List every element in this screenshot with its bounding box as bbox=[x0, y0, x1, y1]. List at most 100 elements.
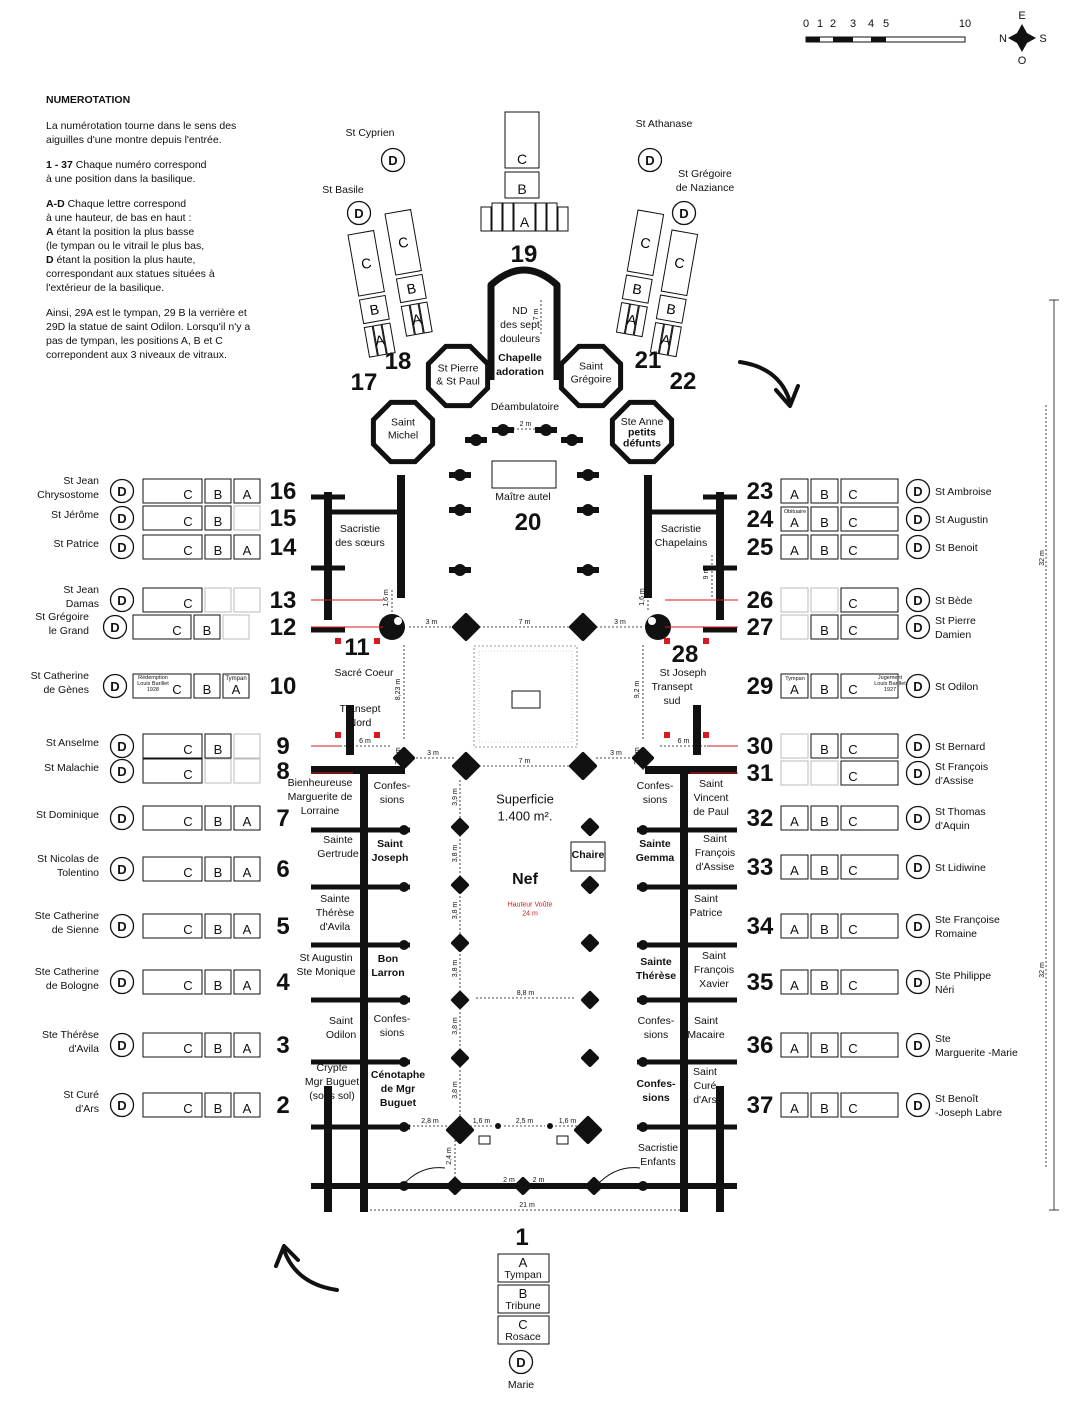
right-row-32-number: 32 bbox=[747, 805, 774, 832]
left-row-16-cell-b bbox=[204, 478, 232, 504]
crossing-altar bbox=[511, 690, 541, 709]
chapel-17-cell-a bbox=[372, 324, 387, 357]
right-row-35-statue-position-label: D bbox=[913, 975, 922, 990]
dim-transept-nord-depth-label: 6 m bbox=[359, 738, 371, 745]
left-row-15-statue-position bbox=[109, 505, 135, 531]
entrance-statue: Marie bbox=[508, 1379, 534, 1391]
left-row-4-cell-b-label: B bbox=[214, 978, 223, 993]
chapel-19-cell-b-label: B bbox=[517, 181, 526, 197]
left-row-15-statue-position-label: D bbox=[117, 511, 126, 526]
crossing-pier-8 bbox=[514, 1177, 532, 1195]
left-row-6-cell-c-label: C bbox=[183, 865, 192, 880]
left-row-8-cell-c bbox=[142, 758, 203, 784]
chapel-19-cell-b bbox=[504, 171, 540, 199]
entrance-statue-position bbox=[508, 1349, 534, 1375]
right-row-31-number: 31 bbox=[747, 760, 774, 787]
left-row-16-number: 16 bbox=[270, 478, 297, 505]
crossing-pier-2 bbox=[569, 613, 597, 641]
left-row-15-cell-b bbox=[204, 505, 232, 531]
dim-north-pier-label: 2,6 m bbox=[395, 747, 402, 765]
left-row-10-cell-c-label: C bbox=[172, 682, 181, 697]
chapel-st-pierre-paul bbox=[425, 343, 491, 409]
entrance-cell-a bbox=[497, 1253, 550, 1283]
left-row-3-cell-c bbox=[142, 1032, 203, 1058]
chapel-18-cell-b bbox=[395, 273, 427, 304]
apse-pillar-8-core bbox=[582, 504, 594, 516]
right-row-24-note-a: Obituaire bbox=[784, 509, 806, 515]
dim-sacristie-north-label: 1,6 m bbox=[383, 589, 390, 607]
entrance-cell-b-letter: B bbox=[519, 1286, 528, 1301]
right-row-23-cell-c-label: C bbox=[848, 487, 857, 502]
chapel-18-window bbox=[400, 304, 415, 337]
position-11-number: 11 bbox=[344, 634, 369, 661]
left-row-14-cell-a bbox=[233, 534, 261, 560]
right-row-25-cell-b bbox=[810, 534, 839, 560]
right-row-34-cell-b-label: B bbox=[820, 922, 829, 937]
chapel-19-window bbox=[557, 206, 569, 232]
left-row-4-cell-a-label: A bbox=[243, 978, 252, 993]
right-row-23-cell-b bbox=[810, 478, 839, 504]
clockwise-arrowhead-bottom-icon bbox=[274, 1244, 300, 1268]
right-row-25-cell-a-label: A bbox=[790, 543, 799, 558]
left-row-9-statue-position-label: D bbox=[117, 739, 126, 754]
left-row-6-cell-a bbox=[233, 856, 261, 882]
right-row-33-cell-b-label: B bbox=[820, 863, 829, 878]
left-row-5-statue-position-label: D bbox=[117, 919, 126, 934]
chapel-22-cell-c-label: C bbox=[673, 254, 686, 272]
right-row-32-cell-c-label: C bbox=[848, 814, 857, 829]
left-row-8-number: 8 bbox=[276, 758, 289, 785]
right-row-31-cell-c-label: C bbox=[848, 769, 857, 784]
left-row-12-statue-position bbox=[102, 614, 128, 640]
right-row-29-statue-position bbox=[905, 673, 931, 699]
chaire-label: Chaire bbox=[572, 849, 605, 861]
chapel-17-statue-position bbox=[346, 200, 372, 226]
left-row-3-cell-c-label: C bbox=[183, 1041, 192, 1056]
entrance-cell-c bbox=[497, 1315, 550, 1345]
crossing-square bbox=[473, 645, 578, 748]
left-row-12-number: 12 bbox=[270, 614, 297, 641]
right-row-35-cell-b bbox=[810, 969, 839, 995]
left-row-16-statue-position-label: D bbox=[117, 484, 126, 499]
entrance-statue-position-label: D bbox=[516, 1355, 525, 1370]
right-row-32-cell-b-label: B bbox=[820, 814, 829, 829]
nd-chapel-depth-label: 7 m bbox=[533, 308, 540, 320]
right-row-37-cell-a-label: A bbox=[790, 1101, 799, 1116]
window-marker-8 bbox=[703, 732, 709, 738]
dim-total-length-label-2: 32 m bbox=[1039, 962, 1046, 978]
left-row-16-cell-b-label: B bbox=[214, 487, 223, 502]
left-row-14-cell-b-label: B bbox=[214, 543, 223, 558]
left-row-5-statue-position bbox=[109, 913, 135, 939]
left-row-9-statue: St Anselme bbox=[46, 737, 99, 749]
chapel-22: CBA bbox=[649, 229, 699, 358]
right-row-24-cell-b-label: B bbox=[820, 515, 829, 530]
nave-south-pier-4 bbox=[581, 991, 599, 1009]
right-row-31-statue-position-label: D bbox=[913, 766, 922, 781]
right-row-37-statue-position bbox=[905, 1092, 931, 1118]
chapel-18-statue-position bbox=[380, 147, 406, 173]
right-row-33-cell-c bbox=[840, 854, 899, 880]
right-row-30-cell-a bbox=[780, 733, 809, 759]
entrance-cell-c-letter: C bbox=[518, 1317, 527, 1332]
dim-nave-inner-width-label: 8,8 m bbox=[517, 990, 535, 997]
left-row-5-number: 5 bbox=[276, 913, 289, 940]
left-row-14-cell-c bbox=[142, 534, 203, 560]
chapel-18: CBA bbox=[384, 208, 433, 337]
north-nave-pier-2 bbox=[399, 882, 409, 892]
chapel-18-cell-a-label: A bbox=[411, 310, 424, 327]
right-row-30-statue-position-label: D bbox=[913, 739, 922, 754]
right-row-25-statue-position-label: D bbox=[913, 540, 922, 555]
left-row-9-cell-c bbox=[142, 733, 203, 759]
right-row-30-cell-b bbox=[810, 733, 839, 759]
left-row-7-cell-a bbox=[233, 805, 261, 831]
